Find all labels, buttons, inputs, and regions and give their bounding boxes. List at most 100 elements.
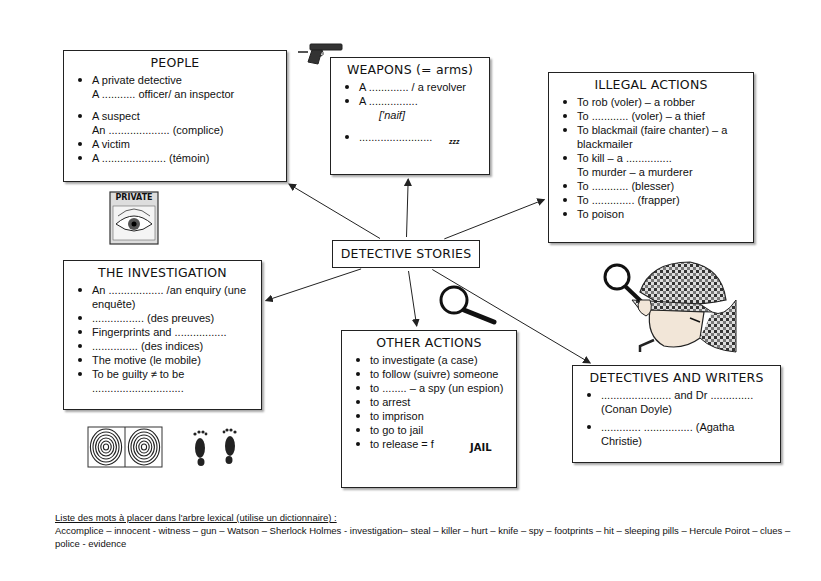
sign-text: PRIVATE bbox=[111, 193, 157, 202]
mind-map-arrow bbox=[289, 184, 380, 238]
bullet-dot bbox=[78, 288, 82, 292]
list-item: Fingerprints and ................. bbox=[72, 325, 253, 339]
bullet-dot bbox=[356, 414, 360, 418]
bullet-dot bbox=[563, 100, 567, 104]
bullet-dot bbox=[78, 358, 82, 362]
jail-sign-text: JAIL bbox=[470, 442, 510, 453]
box-heading: WEAPONS (= arms) bbox=[339, 62, 481, 77]
fingerprint-ridge bbox=[96, 435, 117, 459]
fingerprint-ridge bbox=[131, 432, 157, 462]
bullet-dot bbox=[78, 78, 82, 82]
mind-map-arrow bbox=[407, 179, 409, 237]
list-item: A suspect bbox=[72, 109, 278, 123]
magnifying-glass bbox=[441, 287, 494, 322]
bullet-dot bbox=[78, 114, 82, 118]
box-heading: DETECTIVES AND WRITERS bbox=[581, 370, 772, 385]
list-item: To blackmail (faire chanter) – a blackma… bbox=[557, 123, 745, 151]
private-eye-picture bbox=[110, 192, 158, 244]
topic-box: DETECTIVES AND WRITERS..................… bbox=[572, 365, 781, 463]
mind-map-arrow bbox=[444, 200, 544, 239]
list-item: A ..................... (témoin) bbox=[72, 151, 278, 165]
list-item: ........................ bbox=[339, 130, 481, 144]
bullet-dot bbox=[356, 442, 360, 446]
list-item: to investigate (a case) bbox=[350, 353, 508, 367]
bullet-dot bbox=[78, 142, 82, 146]
bullet-dot bbox=[356, 400, 360, 404]
list-item: to imprison bbox=[350, 409, 508, 423]
mind-map-arrow bbox=[409, 271, 417, 326]
bullet-dot bbox=[356, 358, 360, 362]
bullet-dot bbox=[587, 425, 591, 429]
list-item: ................. (des preuves) bbox=[72, 311, 253, 325]
bullet-dot bbox=[78, 156, 82, 160]
list-item: To .............. (frapper) bbox=[557, 193, 745, 207]
list-item: An .................. /an enquiry (une e… bbox=[72, 283, 253, 311]
list-item: To murder – a murderer bbox=[557, 165, 745, 179]
central-topic-box: DETECTIVE STORIES bbox=[332, 240, 480, 268]
footprints-picture bbox=[193, 428, 236, 466]
list-item: ............. ................ (Agatha C… bbox=[581, 420, 772, 448]
topic-box: PEOPLE A private detectiveA ........... o… bbox=[63, 50, 287, 182]
list-item: To kill – a ............... bbox=[557, 151, 745, 165]
list-item: To ............ (blesser) bbox=[557, 179, 745, 193]
fingerprint-ridge bbox=[134, 435, 155, 459]
list-item: A ............. / a revolver bbox=[339, 80, 481, 94]
fingerprint-ridge bbox=[98, 438, 114, 456]
bullet-dot bbox=[345, 99, 349, 103]
topic-box: OTHER ACTIONS to investigate (a case)to f… bbox=[341, 330, 517, 488]
fingerprints-picture bbox=[88, 427, 162, 467]
central-topic: DETECTIVE STORIES bbox=[339, 246, 473, 261]
list-item: ['naif] bbox=[339, 108, 481, 122]
topic-box: THE INVESTIGATION An .................. /… bbox=[63, 260, 262, 410]
bullet-dot bbox=[563, 212, 567, 216]
bullet-dot bbox=[78, 330, 82, 334]
fingerprint-ridge bbox=[136, 438, 152, 456]
list-item: to go to jail bbox=[350, 423, 508, 437]
sleep-symbol: zzz bbox=[449, 138, 469, 145]
sherlock-holmes-picture bbox=[605, 262, 736, 352]
bullet-dot bbox=[563, 184, 567, 188]
box-heading: ILLEGAL ACTIONS bbox=[557, 77, 745, 92]
list-item: An .................... (complice) bbox=[72, 123, 278, 137]
list-item: A private detective bbox=[72, 73, 278, 87]
list-item: A ........... officer/ an inspector bbox=[72, 87, 278, 101]
list-item: to ........ – a spy (un espion) bbox=[350, 381, 508, 395]
bullet-dot bbox=[356, 428, 360, 432]
list-item: A ................ bbox=[339, 94, 481, 108]
list-item: ....................... and Dr .........… bbox=[581, 388, 772, 416]
bullet-dot bbox=[356, 386, 360, 390]
list-item: To be guilty ≠ to be ...................… bbox=[72, 367, 253, 395]
bullet-dot bbox=[78, 372, 82, 376]
fingerprint-ridge bbox=[128, 429, 159, 465]
list-item: To ............ (voler) – a thief bbox=[557, 109, 745, 123]
list-item: To poison bbox=[557, 207, 745, 221]
box-heading: OTHER ACTIONS bbox=[350, 335, 508, 350]
word-list: Accomplice – innocent - witness – gun – … bbox=[55, 524, 815, 550]
topic-box: WEAPONS (= arms) A ............. / a revo… bbox=[330, 57, 490, 175]
bullet-dot bbox=[78, 316, 82, 320]
bullet-dot bbox=[78, 344, 82, 348]
list-item: to follow (suivre) someone bbox=[350, 367, 508, 381]
list-item: To rob (voler) – a robber bbox=[557, 95, 745, 109]
fingerprint-ridge bbox=[101, 441, 111, 453]
mind-map-arrow bbox=[266, 269, 361, 301]
fingerprint-ridge bbox=[93, 432, 119, 462]
bullet-dot bbox=[356, 372, 360, 376]
bullet-dot bbox=[563, 156, 567, 160]
instruction-note: Liste des mots à placer dans l'arbre lex… bbox=[55, 512, 755, 523]
fingerprint-ridge bbox=[139, 441, 149, 453]
fingerprint-ridge bbox=[141, 444, 146, 450]
bullet-dot bbox=[345, 135, 349, 139]
bullet-dot bbox=[345, 85, 349, 89]
topic-box: ILLEGAL ACTIONS To rob (voler) – a robber… bbox=[548, 72, 754, 243]
fingerprint-ridge bbox=[90, 429, 121, 465]
bullet-dot bbox=[587, 393, 591, 397]
list-item: to arrest bbox=[350, 395, 508, 409]
list-item: A victim bbox=[72, 137, 278, 151]
box-heading: PEOPLE bbox=[72, 55, 278, 70]
list-item: The motive (le mobile) bbox=[72, 353, 253, 367]
bullet-dot bbox=[563, 128, 567, 132]
list-item: ............... (des indices) bbox=[72, 339, 253, 353]
fingerprint-ridge bbox=[103, 444, 108, 450]
box-heading: THE INVESTIGATION bbox=[72, 265, 253, 280]
